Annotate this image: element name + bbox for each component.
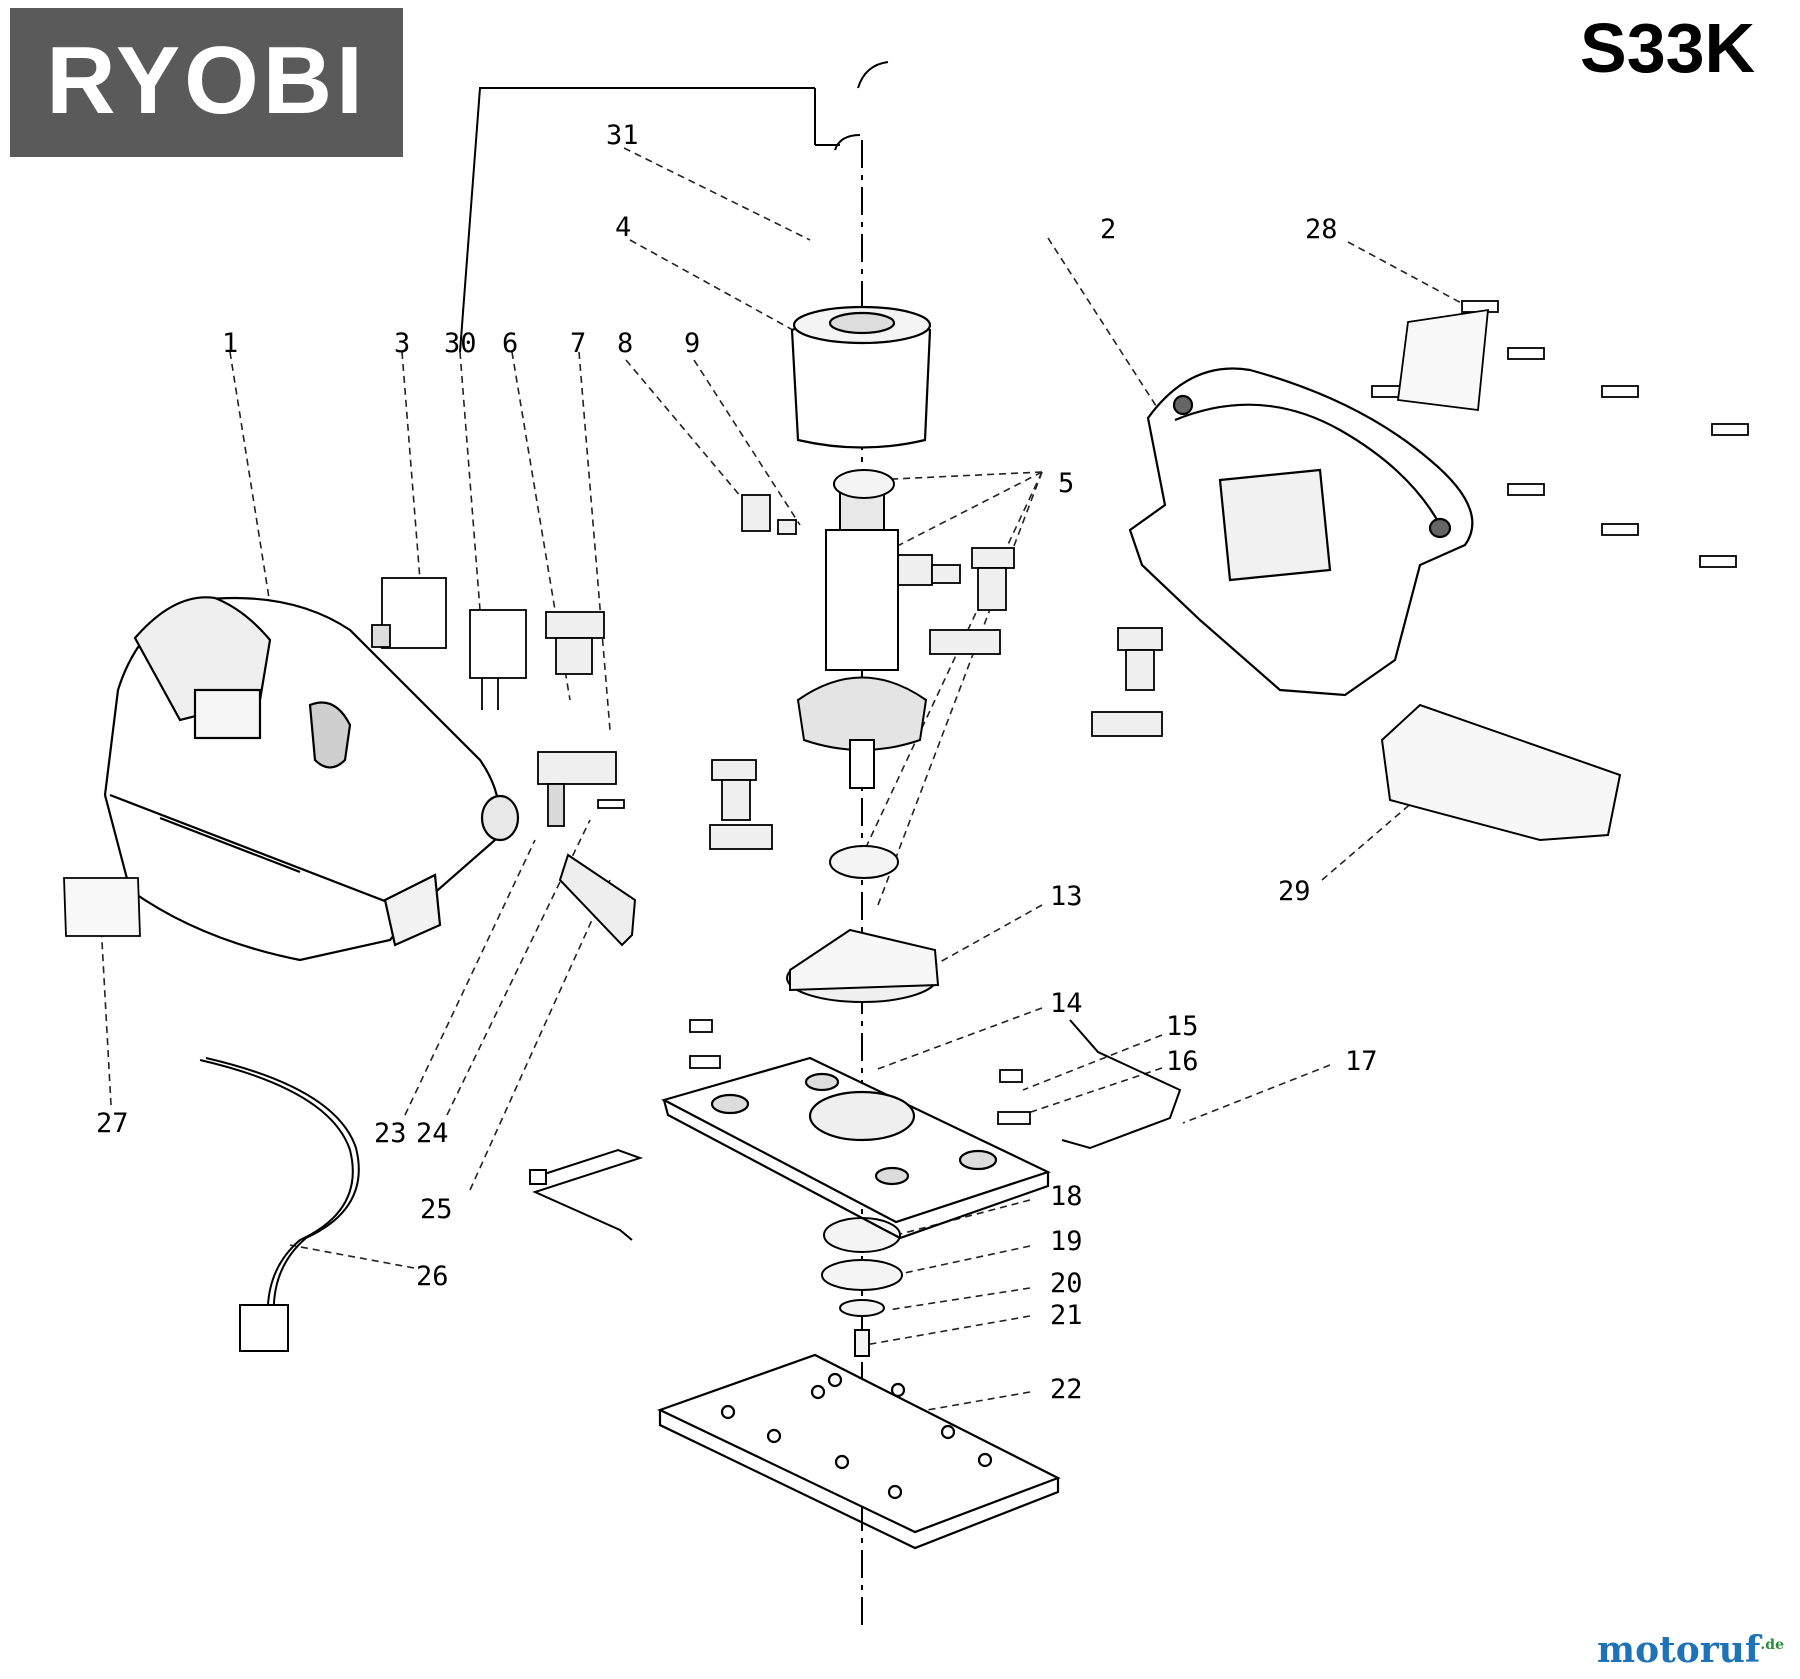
stator-housing — [790, 305, 932, 449]
armature — [796, 473, 928, 789]
callout-19: 19 — [1050, 1226, 1083, 1257]
callout-4: 4 — [615, 212, 631, 243]
sanding-pad — [657, 1353, 1061, 1550]
callout-21: 21 — [1050, 1300, 1083, 1331]
callout-9: 9 — [684, 328, 700, 359]
callout-17: 17 — [1345, 1046, 1378, 1077]
callout-28: 28 — [1305, 214, 1338, 245]
base-plate — [661, 1056, 1051, 1240]
assembly-bracket — [459, 61, 889, 353]
watermark-suffix: .de — [1760, 1637, 1784, 1653]
callout-1: 1 — [222, 328, 238, 359]
callout-29: 29 — [1278, 876, 1311, 907]
callout-15: 15 — [1166, 1011, 1199, 1042]
callout-20: 20 — [1050, 1268, 1083, 1299]
labels-plates — [63, 308, 1490, 937]
callout-16: 16 — [1166, 1046, 1199, 1077]
callout-labels: 1 2 3 30 6 7 8 9 31 4 5 28 13 14 15 16 1… — [96, 120, 1378, 1405]
brush-holders — [537, 494, 1163, 850]
model-number: S33K — [1580, 9, 1756, 87]
callout-7: 7 — [570, 328, 586, 359]
springs-and-clamps — [529, 1019, 1182, 1241]
callout-23: 23 — [374, 1118, 407, 1149]
callout-18: 18 — [1050, 1181, 1083, 1212]
callout-22: 22 — [1050, 1374, 1083, 1405]
brand-logo-text: RYOBI — [46, 27, 367, 134]
callout-24: 24 — [416, 1118, 449, 1149]
brand-logo: RYOBI — [10, 8, 403, 157]
watermark-name: motoruf — [1597, 1629, 1761, 1671]
callout-2: 2 — [1100, 214, 1116, 245]
callout-3: 3 — [394, 328, 410, 359]
switch-parts — [371, 577, 625, 827]
callout-27: 27 — [96, 1108, 129, 1139]
callout-13: 13 — [1050, 881, 1083, 912]
bearings — [821, 469, 903, 1357]
housing-right — [1128, 367, 1474, 697]
callout-14: 14 — [1050, 988, 1083, 1019]
callout-8: 8 — [617, 328, 633, 359]
power-cord — [199, 1057, 360, 1352]
callout-31: 31 — [606, 120, 639, 151]
watermark: motoruf.de — [1597, 1629, 1784, 1671]
housing-left — [103, 596, 520, 962]
callout-6: 6 — [502, 328, 518, 359]
fan — [786, 928, 940, 1003]
screws — [689, 300, 1749, 1125]
callout-26: 26 — [416, 1261, 449, 1292]
callout-25: 25 — [420, 1194, 453, 1225]
callout-30: 30 — [444, 328, 477, 359]
dust-adapter — [558, 703, 1622, 947]
callout-5: 5 — [1058, 468, 1074, 499]
